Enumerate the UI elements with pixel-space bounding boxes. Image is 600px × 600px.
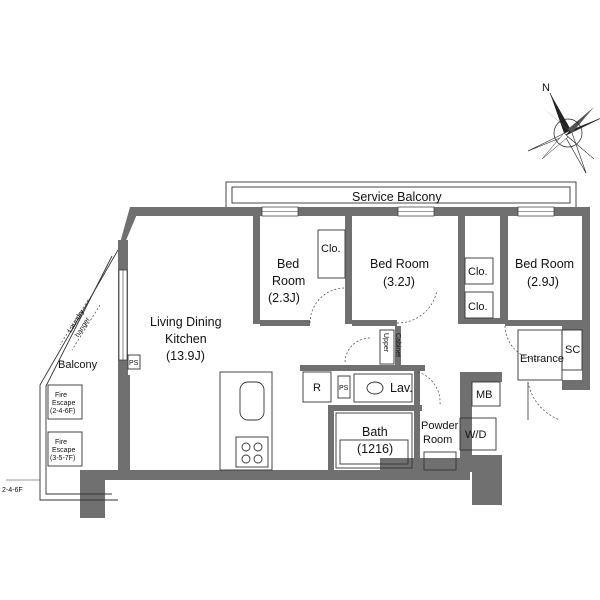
powder-room: Powder Room W/D — [421, 417, 497, 471]
upper-cabinet-line2: Cabinet — [394, 333, 401, 357]
ps-label-small: PS — [129, 360, 139, 367]
ldk-line3: (13.9J) — [166, 349, 205, 363]
ldk-line1: Living Dining — [150, 315, 222, 329]
closet-label-1: Clo. — [321, 243, 341, 255]
bedroom-3-line2: (2.9J) — [527, 275, 559, 289]
sc-label: SC — [565, 344, 580, 356]
compass-rose: N — [527, 82, 600, 174]
bedroom-1-line3: (2.3J) — [268, 291, 300, 305]
powder-line2: Room — [423, 434, 452, 446]
fire-escape-2-line2: Escape — [52, 447, 75, 454]
closet-label-2: Clo. — [468, 266, 488, 278]
bedroom-2-line2: (3.2J) — [383, 275, 415, 289]
fire-escape-1-line2: Escape — [52, 400, 75, 407]
utility-area: R PS Lav. — [302, 371, 441, 406]
hallway: Upper Cabinet — [344, 329, 401, 365]
balcony-label: Balcony — [58, 359, 98, 371]
bathroom: Bath (1216) — [335, 412, 413, 469]
floor-note: 2-4-6F — [2, 487, 23, 494]
mb-label: MB — [476, 389, 493, 401]
bedroom-2-line1: Bed Room — [370, 257, 429, 271]
service-balcony-label: Service Balcony — [352, 190, 442, 204]
windows — [118, 206, 555, 361]
service-balcony: Service Balcony — [225, 181, 577, 209]
bedroom-1-line1: Bed — [277, 257, 299, 271]
closet-label-3: Clo. — [468, 301, 488, 313]
bedroom-1-line2: Room — [272, 274, 305, 288]
main-balcony: Laundry hanger Balcony Fire Escape (2-4-… — [2, 249, 119, 501]
living-dining-kitchen: Living Dining Kitchen (13.9J) PS — [127, 315, 273, 471]
fire-escape-2-line3: (3-5-7F) — [50, 455, 75, 462]
bedroom-2: Bed Room (3.2J) — [370, 257, 438, 324]
upper-cabinet-line1: Upper — [382, 333, 389, 353]
fire-escape-1-line3: (2-4-6F) — [50, 408, 75, 415]
fire-escape-1-line1: Fire — [55, 392, 67, 399]
refrigerator-label: R — [313, 382, 321, 394]
entrance-area: MB Entrance SC — [471, 329, 583, 421]
ps-label: PS — [339, 385, 349, 392]
fire-escape-2-line1: Fire — [55, 439, 67, 446]
ldk-line2: Kitchen — [165, 332, 207, 346]
bath-line2: (1216) — [357, 442, 393, 456]
bedroom-3: Clo. Clo. Bed Room (2.9J) — [464, 257, 574, 361]
entrance-label: Entrance — [520, 353, 564, 365]
interior-walls — [253, 216, 565, 475]
powder-line1: Powder — [421, 420, 459, 432]
bedroom-1: Clo. Bed Room (2.3J) — [268, 229, 346, 324]
washer-label: W/D — [465, 429, 486, 441]
bath-line1: Bath — [362, 425, 388, 439]
bedroom-3-line1: Bed Room — [515, 257, 574, 271]
compass-north-label: N — [542, 82, 550, 94]
lavatory-label: Lav. — [390, 381, 413, 395]
